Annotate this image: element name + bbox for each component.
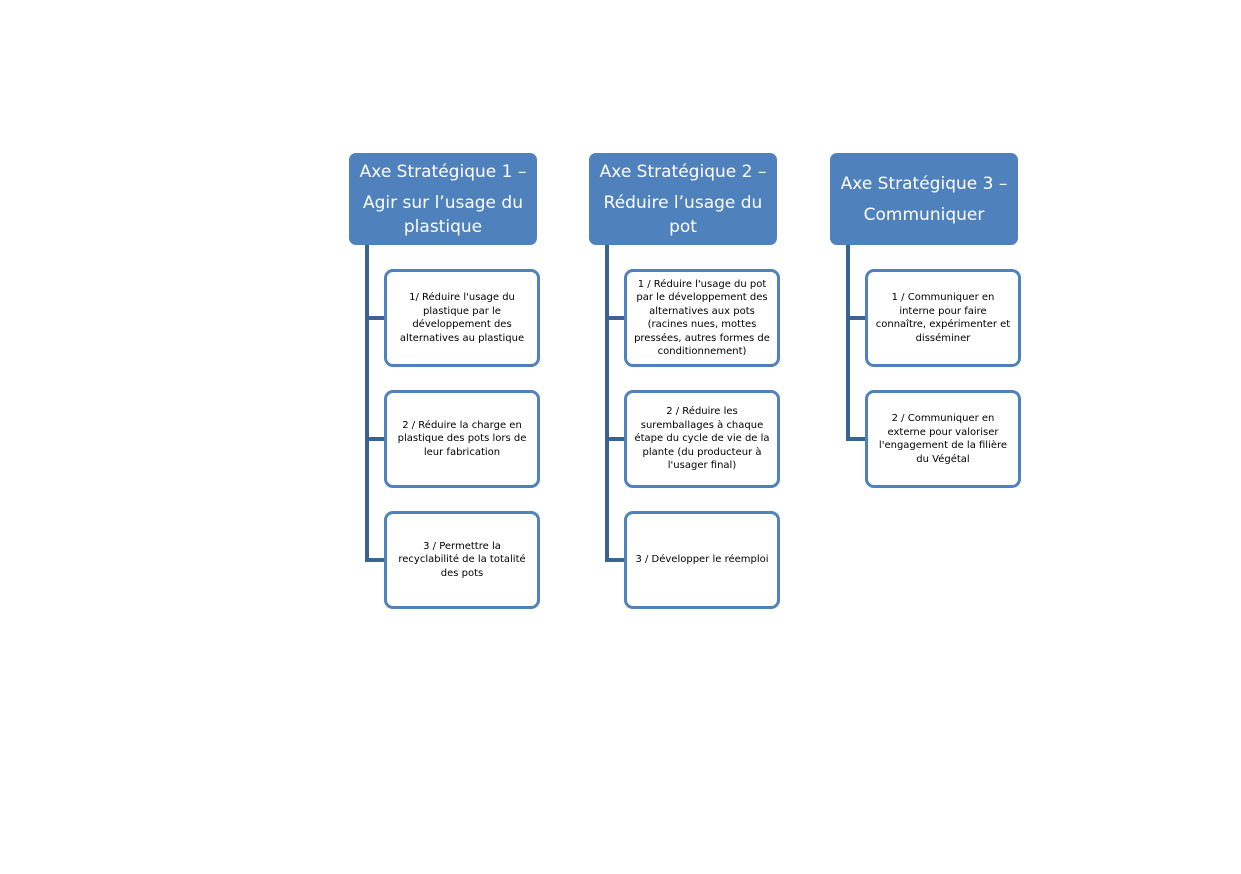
axis-3-connector-branch-2 xyxy=(846,437,866,441)
axis-3-title-line1: Axe Stratégique 3 – xyxy=(840,173,1008,194)
axis-1-item-2-text: 2 / Réduire la charge en plastique des p… xyxy=(397,419,527,458)
axis-1-item-1-text: 1/ Réduire l'usage du plastique par le d… xyxy=(399,292,525,344)
axis-3-item-1: 1 / Communiquer en interne pour faire co… xyxy=(865,269,1021,367)
axis-2-item-3: 3 / Développer le réemploi xyxy=(624,511,780,609)
axis-2-item-2-text: 2 / Réduire les suremballages à chaque é… xyxy=(634,406,770,472)
axis-3-item-1-text: 1 / Communiquer en interne pour faire co… xyxy=(875,292,1011,344)
axis-2-item-3-text: 3 / Développer le réemploi xyxy=(635,554,769,566)
axis-2-connector-branch-3 xyxy=(605,558,625,562)
axis-1-title-line2: Agir sur l’usage du plastique xyxy=(363,192,523,237)
axis-1-item-3-text: 3 / Permettre la recyclabilité de la tot… xyxy=(398,540,526,579)
axis-2-title-line1: Axe Stratégique 2 – xyxy=(599,161,767,182)
axis-3-connector-spine xyxy=(846,245,850,441)
axis-1-header: Axe Stratégique 1 – Agir sur l’usage du … xyxy=(349,153,537,245)
axis-2-item-1-text: 1 / Réduire l'usage du pot par le dévelo… xyxy=(634,278,770,358)
axis-1-item-3: 3 / Permettre la recyclabilité de la tot… xyxy=(384,511,540,609)
axis-2-item-2: 2 / Réduire les suremballages à chaque é… xyxy=(624,390,780,488)
axis-3-item-2-text: 2 / Communiquer en externe pour valorise… xyxy=(878,413,1008,465)
axis-1-item-2: 2 / Réduire la charge en plastique des p… xyxy=(384,390,540,488)
axis-1-connector-branch-2 xyxy=(365,437,385,441)
axis-2-title-line2: Réduire l’usage du pot xyxy=(603,192,763,237)
axis-3-title-line2: Communiquer xyxy=(863,204,985,225)
axis-1-connector-branch-1 xyxy=(365,316,385,320)
axis-2-connector-spine xyxy=(605,245,609,562)
axis-3-connector-branch-1 xyxy=(846,316,866,320)
axis-1-item-1: 1/ Réduire l'usage du plastique par le d… xyxy=(384,269,540,367)
axis-2-connector-branch-1 xyxy=(605,316,625,320)
axis-1-title-line1: Axe Stratégique 1 – xyxy=(359,161,527,182)
axis-1-connector-branch-3 xyxy=(365,558,385,562)
axis-3-header: Axe Stratégique 3 – Communiquer xyxy=(830,153,1018,245)
axis-2-connector-branch-2 xyxy=(605,437,625,441)
axis-3-item-2: 2 / Communiquer en externe pour valorise… xyxy=(865,390,1021,488)
axis-2-header: Axe Stratégique 2 – Réduire l’usage du p… xyxy=(589,153,777,245)
axis-2-item-1: 1 / Réduire l'usage du pot par le dévelo… xyxy=(624,269,780,367)
axis-1-connector-spine xyxy=(365,245,369,562)
